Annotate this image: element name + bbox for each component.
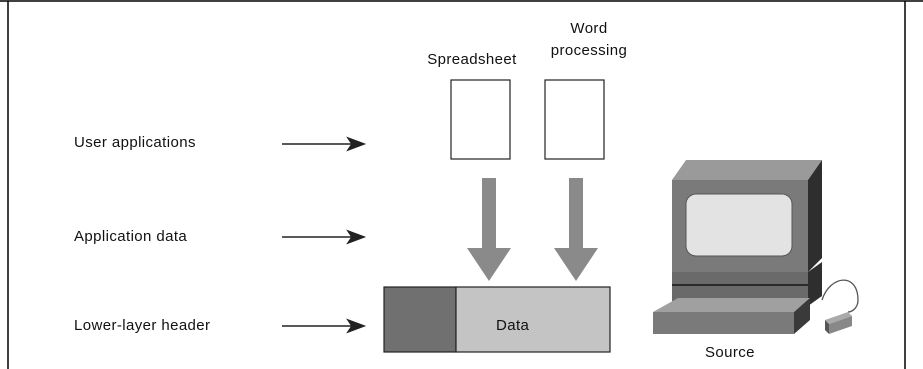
- label-source: Source: [705, 344, 755, 361]
- spreadsheet-down-arrow: [467, 178, 511, 281]
- label-spreadsheet: Spreadsheet: [427, 51, 517, 68]
- label-user-applications: User applications: [74, 134, 196, 151]
- layer-arrow-application-data: [282, 229, 367, 245]
- data-packet: [383, 286, 611, 353]
- layer-arrow-user-applications: [282, 136, 367, 152]
- spreadsheet-document-icon: [450, 79, 511, 160]
- lower-layer-header-block: [383, 286, 457, 353]
- word-processing-document-icon: [544, 79, 605, 160]
- layer-arrow-lower-layer-header: [282, 318, 367, 334]
- label-lower-layer-header: Lower-layer header: [74, 317, 211, 334]
- computer-icon: [653, 160, 859, 334]
- label-word-processing: Word processing: [550, 20, 628, 59]
- word-processing-down-arrow: [554, 178, 598, 281]
- label-data: Data: [496, 317, 530, 334]
- data-block: [455, 286, 611, 353]
- label-application-data: Application data: [74, 228, 188, 245]
